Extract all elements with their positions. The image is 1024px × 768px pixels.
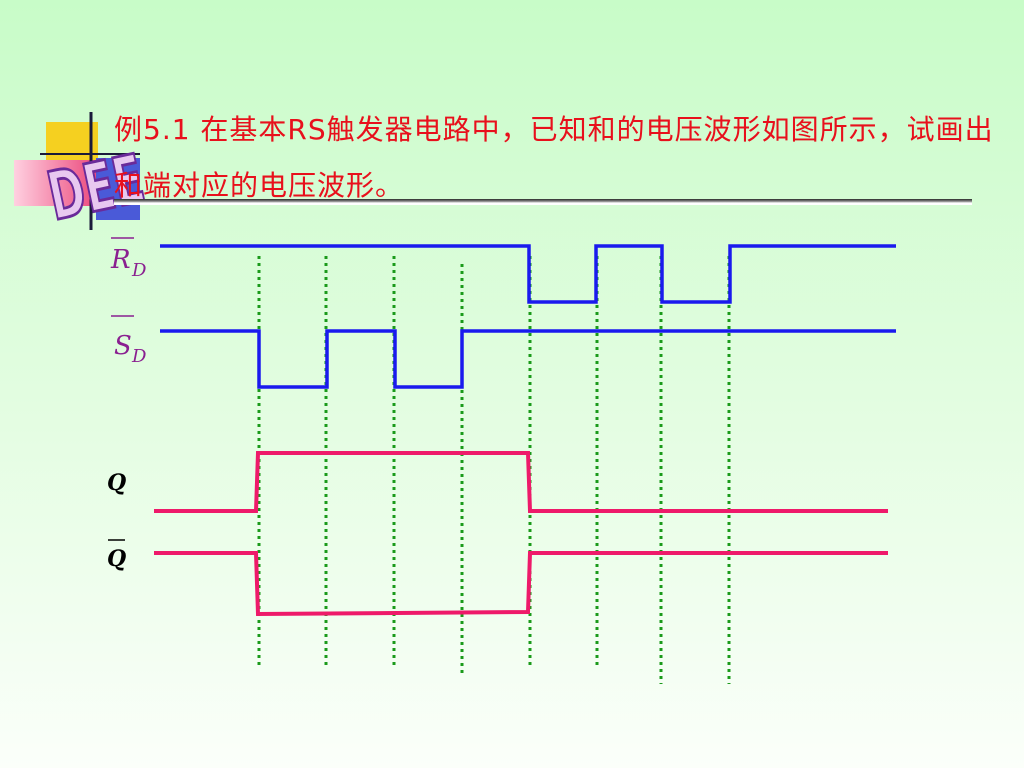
logo-blue-square: [96, 158, 140, 220]
q-label: Q: [107, 470, 126, 496]
sd-label: S D: [111, 315, 147, 367]
dee-logo: DEE: [14, 112, 152, 237]
q-label-main: Q: [107, 470, 126, 496]
sd-label-main: S: [114, 331, 132, 361]
qbar-label-main: Q: [107, 546, 126, 572]
sd-label-sub: D: [131, 346, 147, 367]
title-underline: [114, 199, 972, 203]
q-waveform: [154, 451, 888, 513]
slide-title: 例5.1 在基本RS触发器电路中，已知和的电压波形如图所示，试画出和端对应的电压…: [114, 113, 994, 202]
qbar-waveform: [154, 551, 888, 617]
qbar-label: Q: [107, 539, 126, 572]
title-underline-highlight: [114, 203, 972, 205]
logo-red-bar: [14, 160, 112, 206]
sd-waveform: [160, 329, 896, 389]
rd-waveform: [160, 244, 896, 304]
rd-label-main: R: [110, 245, 131, 275]
guide-lines: [257, 256, 731, 684]
rd-label-sub: D: [131, 260, 147, 281]
rd-label: R D: [110, 237, 147, 281]
